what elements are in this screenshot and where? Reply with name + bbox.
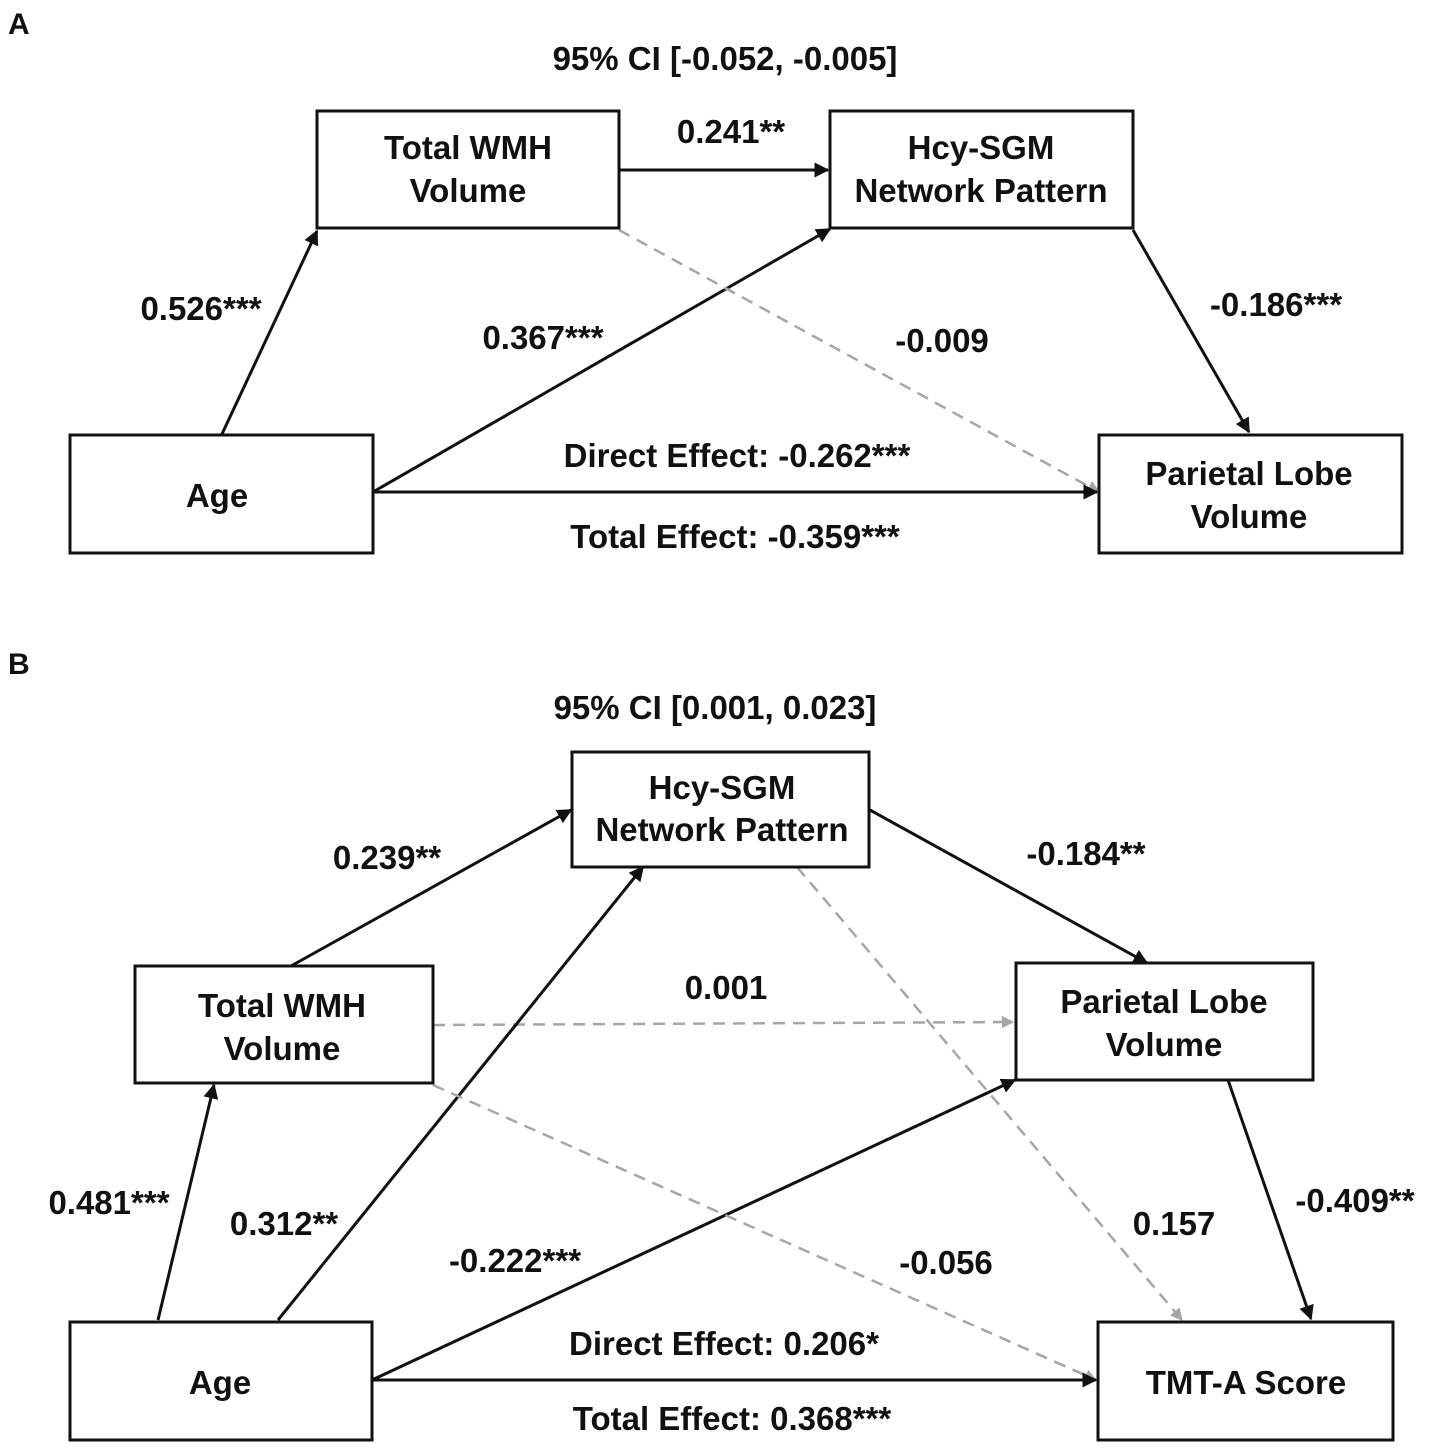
node-a-hcy: Hcy-SGM Network Pattern — [828, 109, 1135, 230]
panel-b-letter: B — [8, 648, 30, 681]
edge-a-wmh-to-parietal — [618, 228, 1101, 494]
node-b-tmt: TMT-A Score — [1096, 1320, 1395, 1442]
label-b-wmh-tmt: -0.056 — [899, 1244, 993, 1281]
edge-b-wmh-to-parietal — [432, 1015, 1015, 1029]
panel-a-ci: 95% CI [-0.052, -0.005] — [553, 40, 898, 77]
node-a-wmh-label-1: Total WMH — [384, 129, 552, 166]
node-a-hcy-label-1: Hcy-SGM — [908, 129, 1055, 166]
label-b-parietal-tmt: -0.409** — [1295, 1182, 1414, 1219]
label-a-total-effect: Total Effect: -0.359*** — [570, 518, 900, 555]
label-b-wmh-hcy: 0.239** — [333, 839, 441, 876]
node-b-parietal: Parietal Lobe Volume — [1014, 961, 1315, 1082]
label-a-age-wmh: 0.526*** — [140, 290, 261, 327]
edge-a-hcy-to-parietal — [1131, 229, 1251, 434]
node-b-tmt-label: TMT-A Score — [1146, 1364, 1346, 1401]
node-b-wmh-label-2: Volume — [224, 1030, 341, 1067]
edge-b-age-to-hcy — [276, 865, 645, 1321]
panel-a-letter: A — [8, 8, 30, 41]
node-b-age: Age — [68, 1320, 374, 1442]
label-a-age-hcy: 0.367*** — [482, 319, 603, 356]
label-a-direct-effect: Direct Effect: -0.262*** — [564, 437, 911, 474]
node-a-age-label: Age — [186, 477, 248, 514]
node-a-parietal-label-2: Volume — [1191, 498, 1308, 535]
node-b-wmh: Total WMH Volume — [133, 964, 435, 1085]
label-b-total-effect: Total Effect: 0.368*** — [573, 1400, 892, 1437]
node-b-hcy-label-1: Hcy-SGM — [649, 769, 796, 806]
label-b-direct-effect: Direct Effect: 0.206* — [569, 1325, 879, 1362]
label-a-wmh-parietal: -0.009 — [895, 322, 989, 359]
edge-a-age-to-wmh — [220, 229, 319, 435]
label-b-hcy-tmt: 0.157 — [1133, 1205, 1216, 1242]
label-b-age-wmh: 0.481*** — [48, 1184, 169, 1221]
node-a-wmh-label-2: Volume — [410, 172, 527, 209]
label-b-hcy-parietal: -0.184** — [1026, 835, 1145, 872]
panel-b-ci: 95% CI [0.001, 0.023] — [554, 689, 877, 726]
node-a-parietal: Parietal Lobe Volume — [1097, 433, 1404, 555]
panel-a: A 95% CI [-0.052, -0.005] Total WMH Volu… — [8, 8, 1404, 555]
edge-b-age-to-wmh — [156, 1083, 219, 1321]
label-b-age-parietal: -0.222*** — [449, 1242, 581, 1279]
node-b-age-label: Age — [189, 1364, 251, 1401]
node-a-hcy-label-2: Network Pattern — [854, 172, 1107, 209]
edge-b-wmh-to-tmt — [432, 1083, 1098, 1382]
panel-b: B 95% CI [0.001, 0.023] Hcy-SGM Network … — [8, 648, 1415, 1442]
edge-b-wmh-to-hcy — [290, 808, 573, 968]
edge-b-hcy-to-parietal — [869, 808, 1149, 965]
node-a-wmh: Total WMH Volume — [315, 109, 621, 230]
edge-b-age-to-parietal — [371, 1078, 1017, 1382]
label-a-wmh-hcy: 0.241** — [677, 113, 785, 150]
node-b-hcy: Hcy-SGM Network Pattern — [570, 750, 871, 869]
label-a-hcy-parietal: -0.186*** — [1210, 286, 1342, 323]
label-b-wmh-parietal: 0.001 — [685, 969, 768, 1006]
label-b-age-hcy: 0.312** — [230, 1205, 338, 1242]
node-b-parietal-label-2: Volume — [1106, 1026, 1223, 1063]
edge-b-parietal-to-tmt — [1226, 1079, 1314, 1321]
edge-a-age-to-hcy — [372, 227, 832, 494]
node-a-parietal-label-1: Parietal Lobe — [1145, 455, 1352, 492]
node-b-hcy-label-2: Network Pattern — [595, 811, 848, 848]
node-b-parietal-label-1: Parietal Lobe — [1060, 983, 1267, 1020]
node-b-wmh-label-1: Total WMH — [198, 987, 366, 1024]
node-a-age: Age — [68, 433, 375, 555]
